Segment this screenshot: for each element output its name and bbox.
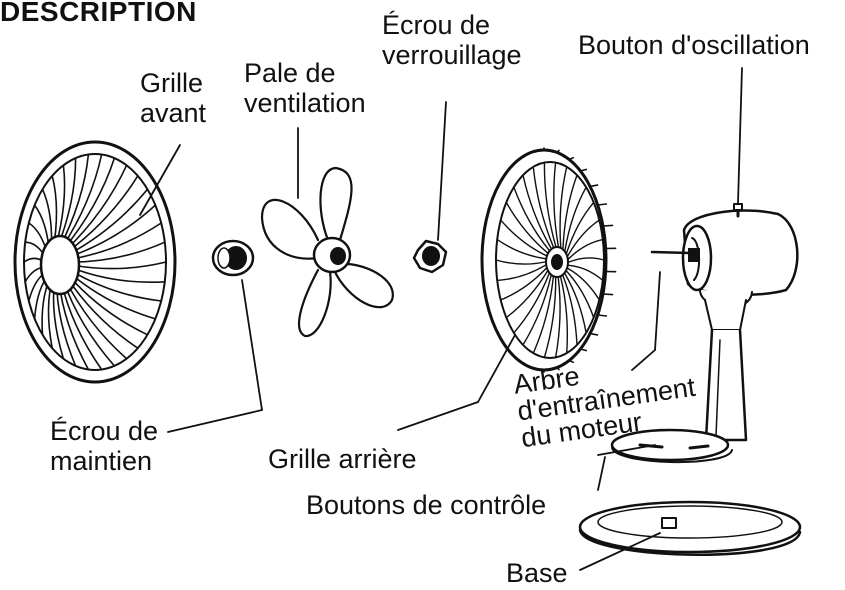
rear-grille-fin [568, 359, 575, 364]
lock-nut-drawing [412, 239, 448, 274]
grille-wire [567, 219, 600, 257]
label-grille-arriere: Grille arrière [268, 444, 417, 474]
grille-wire [70, 270, 162, 302]
grille-wire [553, 161, 559, 247]
label-grille-avant: Grille avant [140, 68, 207, 128]
grille-wire [566, 201, 595, 254]
grille-wire [568, 238, 604, 260]
label-ecrou-maintien: Écrou de maintien [50, 416, 159, 476]
grille-wire [500, 219, 547, 257]
rear-grille-fin [596, 203, 608, 206]
grille-wire [71, 267, 166, 283]
fan-blade-drawing [260, 166, 394, 338]
rear-grille-fin [602, 293, 614, 296]
base-drawing [578, 500, 802, 556]
label-pale-ventilation: Pale de ventilation [244, 58, 366, 118]
rear-grille-fin [568, 156, 575, 161]
grille-wire [522, 174, 552, 249]
rear-grille-fin [602, 224, 614, 227]
front-grille-drawing [13, 140, 177, 384]
grille-wire [69, 272, 157, 320]
grille-wire [513, 273, 550, 334]
grille-wire [568, 257, 605, 263]
motor-stand-drawing [610, 203, 799, 464]
grille-wire [68, 188, 149, 255]
label-bouton-oscillation: Bouton d'oscillation [578, 30, 810, 60]
grille-wire [505, 201, 548, 254]
grille-wire [505, 270, 548, 319]
label-boutons-controle: Boutons de contrôle [306, 490, 547, 520]
leader-lines [139, 67, 743, 571]
grille-wire [568, 264, 604, 282]
grille-wire [566, 270, 595, 319]
rear-grille-fin [589, 184, 599, 188]
grille-wire [71, 261, 167, 270]
grille-wire [543, 277, 557, 359]
rear-grille-fin [556, 366, 560, 371]
rear-grille-fin [589, 332, 599, 336]
rear-grille-fin [596, 314, 608, 317]
grille-wire [496, 264, 546, 282]
grille-wire [564, 186, 587, 251]
label-ecrou-verrouillage: Écrou de verrouillage [382, 10, 522, 70]
grille-wire [70, 222, 162, 260]
grille-wire [69, 204, 157, 258]
grille-wire [496, 238, 546, 260]
grille-wire [564, 273, 587, 334]
grille-wire [554, 277, 561, 359]
grille-wire [532, 276, 554, 354]
grille-wire [560, 276, 569, 354]
grille-wire [495, 259, 546, 265]
grille-wire [567, 267, 600, 301]
grille-wire [562, 275, 578, 346]
grille-wire [500, 267, 547, 301]
grille-wire [71, 241, 166, 263]
grille-wire [532, 166, 554, 248]
rear-grille-fin [556, 149, 560, 154]
grille-wire [562, 174, 578, 249]
diagram-title: DESCRIPTION [0, 0, 197, 27]
grille-wire [559, 166, 568, 248]
rear-grille-fin [579, 348, 588, 352]
grille-wire [543, 161, 557, 247]
grille-wire [513, 186, 550, 251]
rear-grille-fin [579, 168, 588, 172]
grille-wire [66, 175, 139, 253]
label-base: Base [506, 558, 568, 588]
holding-nut-drawing [211, 239, 255, 277]
grille-wire [522, 275, 552, 346]
rear-grille-drawing [480, 147, 617, 373]
